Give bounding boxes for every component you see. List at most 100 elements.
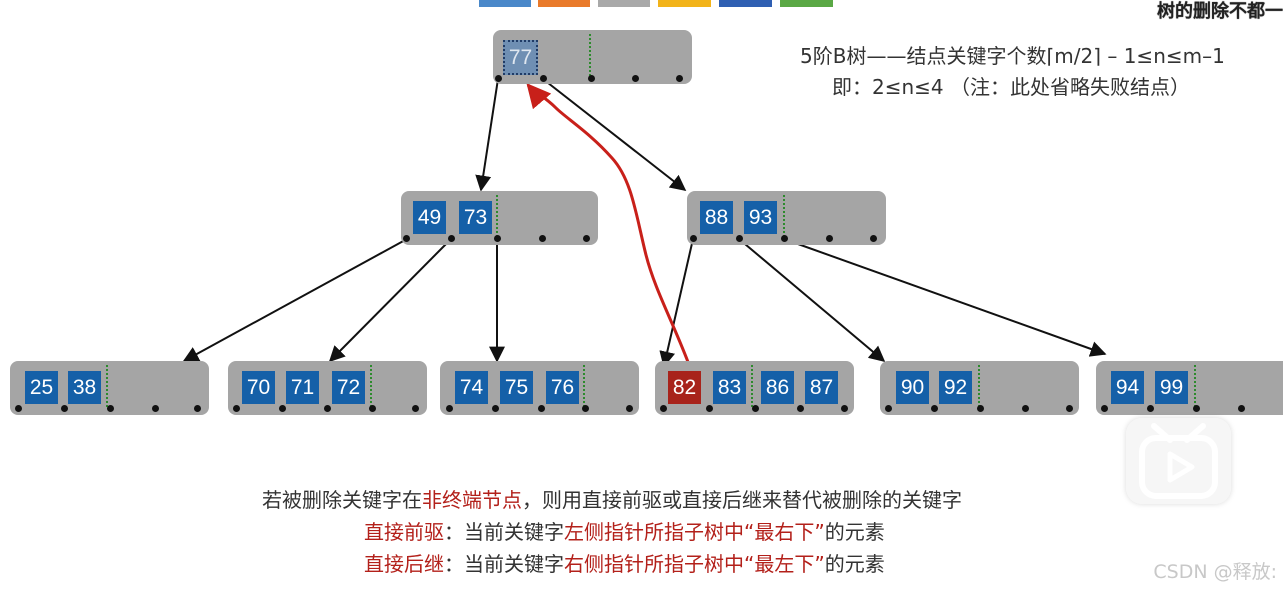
pointer-dot (841, 405, 848, 412)
edge-49-left (182, 238, 408, 362)
pointer-dot (977, 405, 984, 412)
pointer-dot (1101, 405, 1108, 412)
color-bar-seg-2 (538, 0, 590, 7)
pointer-dot (494, 235, 501, 242)
pointer-separator (751, 365, 753, 407)
pointer-dot (538, 405, 545, 412)
edge-93-right (783, 238, 1107, 357)
key-38: 38 (68, 371, 101, 404)
pointer-dot (446, 405, 453, 412)
pointer-dot (752, 405, 759, 412)
pointer-dot (412, 405, 419, 412)
watermark: CSDN @释放: (1153, 561, 1277, 583)
pointer-dot (870, 235, 877, 242)
key-99: 99 (1155, 371, 1188, 404)
note-highlight: 非终端节点 (422, 488, 522, 512)
key-25: 25 (25, 371, 58, 404)
pointer-dot (448, 235, 455, 242)
pointer-dot (495, 75, 502, 82)
key-90: 90 (896, 371, 929, 404)
pointer-dot (279, 405, 286, 412)
key-70: 70 (242, 371, 275, 404)
pointer-dot (632, 75, 639, 82)
leaf-25-38: 25 38 (10, 361, 209, 415)
pointer-dot (826, 235, 833, 242)
pointer-separator (978, 365, 980, 407)
predecessor-note: 直接前驱：当前关键字左侧指针所指子树中“最右下”的元素 (364, 516, 885, 545)
btree-range-info: 即：2≤n≤4 （注：此处省略失败结点） (832, 75, 1190, 99)
pointer-dot (583, 235, 590, 242)
pointer-separator (583, 365, 585, 407)
key-71: 71 (286, 371, 319, 404)
key-94: 94 (1111, 371, 1144, 404)
pointer-dot (706, 405, 713, 412)
pointer-separator (589, 34, 591, 76)
color-bar-seg-3 (598, 0, 650, 7)
pointer-dot (582, 405, 589, 412)
pointer-dot (626, 405, 633, 412)
color-bar-seg-6 (780, 0, 833, 7)
pointer-dot (676, 75, 683, 82)
pointer-separator (496, 195, 498, 237)
pointer-dot (61, 405, 68, 412)
pointer-separator (783, 195, 785, 237)
note-text: 若被删除关键字在 (262, 488, 422, 512)
node-49-73: 49 73 (401, 191, 598, 245)
pointer-dot (660, 405, 667, 412)
node-88-93: 88 93 (687, 191, 886, 245)
pointer-dot (1147, 405, 1154, 412)
edge-88-left (659, 238, 694, 368)
pointer-dot (1022, 405, 1029, 412)
note-text: ：当前关键字 (444, 520, 564, 544)
key-73: 73 (459, 201, 492, 234)
pointer-dot (369, 405, 376, 412)
leaf-74-75-76: 74 75 76 (440, 361, 639, 415)
note-highlight: 左侧指针所指子树中“最右下” (564, 520, 825, 544)
pointer-dot (1238, 405, 1245, 412)
pointer-dot (194, 405, 201, 412)
replacement-arrow (526, 83, 690, 363)
pointer-separator (1194, 365, 1196, 407)
leaf-90-92: 90 92 (880, 361, 1079, 415)
key-92: 92 (939, 371, 972, 404)
play-button[interactable] (1126, 418, 1231, 504)
key-75: 75 (500, 371, 533, 404)
pointer-dot (403, 235, 410, 242)
note-text: 的元素 (824, 520, 885, 544)
key-77: 77 (503, 40, 538, 75)
root-node: 77 (493, 30, 692, 84)
pointer-dot (233, 405, 240, 412)
pointer-dot (931, 405, 938, 412)
color-bar-seg-4 (658, 0, 711, 7)
pointer-dot (588, 75, 595, 82)
key-93: 93 (744, 201, 777, 234)
pointer-separator (370, 365, 372, 407)
key-72: 72 (332, 371, 365, 404)
pointer-dot (781, 235, 788, 242)
btree-order-info: 5阶B树——结点关键字个数⌈m/2⌉ – 1≤n≤m–1 (800, 44, 1225, 68)
leaf-70-71-72: 70 71 72 (228, 361, 427, 415)
edge-88-93 (738, 238, 886, 363)
note-text: ，则用直接前驱或直接后继来替代被删除的关键字 (522, 488, 962, 512)
note-text: 的元素 (824, 552, 885, 576)
pointer-dot (324, 405, 331, 412)
note-text: ：当前关键字 (444, 552, 564, 576)
pointer-dot (797, 405, 804, 412)
edge-49-73 (328, 238, 452, 363)
pointer-separator (106, 365, 108, 407)
key-76: 76 (546, 371, 579, 404)
pointer-dot (15, 405, 22, 412)
play-icon (1139, 423, 1218, 499)
leaf-94-99: 94 99 (1096, 361, 1283, 415)
edge-root-right (542, 78, 687, 191)
pointer-dot (540, 75, 547, 82)
successor-note: 直接后继：当前关键字右侧指针所指子树中“最左下”的元素 (364, 548, 885, 577)
pointer-dot (885, 405, 892, 412)
key-74: 74 (455, 371, 488, 404)
pointer-dot (690, 235, 697, 242)
pointer-dot (1066, 405, 1073, 412)
note-highlight: 直接前驱 (364, 520, 444, 544)
color-bar-seg-1 (479, 0, 531, 7)
pointer-dot (736, 235, 743, 242)
